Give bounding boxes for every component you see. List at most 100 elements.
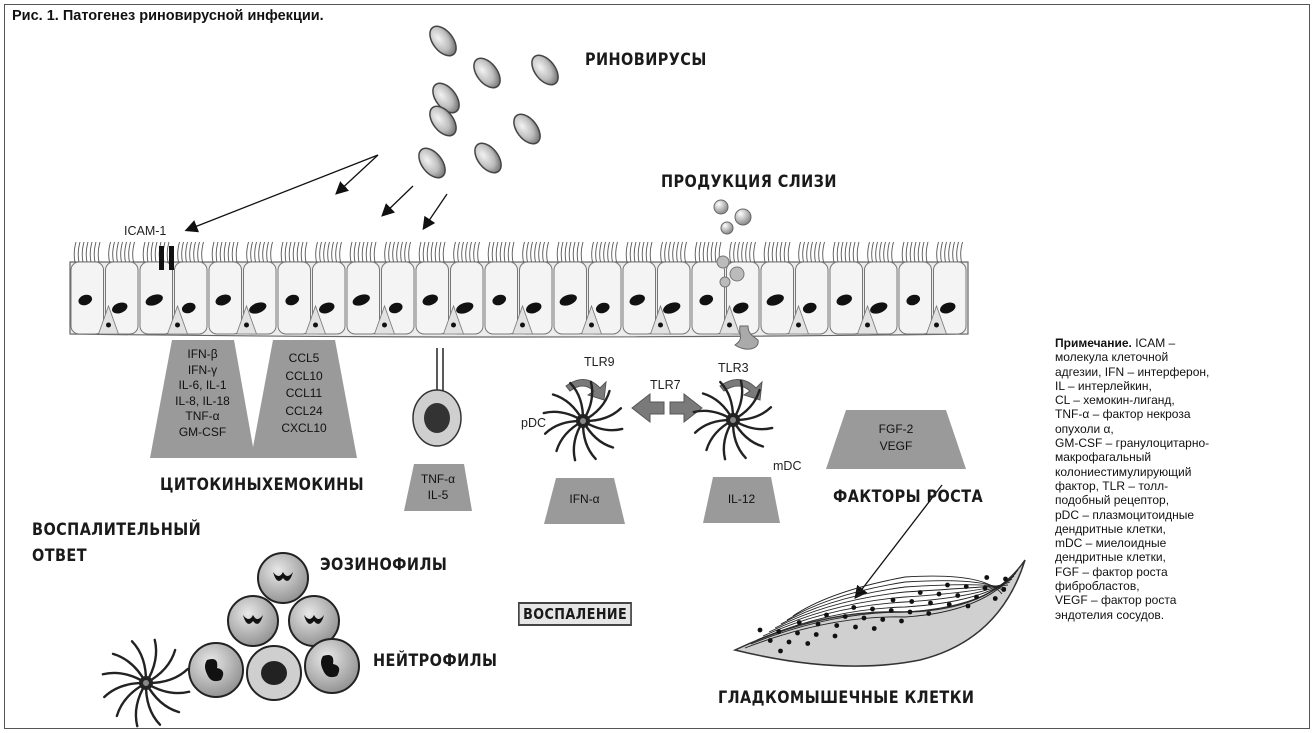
eos-product-list: TNF-α IL-5 xyxy=(404,472,472,503)
label-rhinoviruses: РИНОВИРУСЫ xyxy=(585,50,707,70)
pdc-product: IFN-α xyxy=(544,492,625,508)
muscle-nucleus xyxy=(816,622,821,627)
muscle-nucleus xyxy=(955,593,960,598)
label-icam: ICAM-1 xyxy=(124,224,166,238)
muscle-nucleus xyxy=(814,632,819,637)
rhinovirus-particle xyxy=(527,50,564,89)
rhinovirus-particle xyxy=(414,143,451,182)
mast-cell xyxy=(413,348,461,446)
figure-caption: Рис. 1. Патогенез риновирусной инфекции. xyxy=(12,8,324,24)
rhinovirus-particle xyxy=(425,21,462,60)
muscle-nucleus xyxy=(908,610,913,615)
cytokine-item: IL-8, IL-18 xyxy=(150,394,255,410)
label-tlr9: TLR9 xyxy=(584,355,615,369)
muscle-nucleus xyxy=(974,595,979,600)
muscle-nucleus xyxy=(851,605,856,610)
note-line: колониестимулирующий xyxy=(1055,465,1285,479)
muscle-nucleus xyxy=(776,629,781,634)
note-line: ICAM – xyxy=(1132,336,1175,350)
epithelium-layer xyxy=(70,242,968,337)
label-inflammatory-response-2: ОТВЕТ xyxy=(32,546,87,566)
cytokine-item: IFN-β xyxy=(150,347,255,363)
muscle-nucleus xyxy=(1003,577,1008,582)
muscle-nucleus xyxy=(928,601,933,606)
muscle-nucleus xyxy=(778,649,783,654)
rhinovirus-group xyxy=(414,21,564,182)
muscle-nucleus xyxy=(966,604,971,609)
figure-note: Примечание. ICAM – молекула клеточной ад… xyxy=(1055,336,1285,622)
note-line: молекула клеточной xyxy=(1055,350,1285,364)
label-neutrophils: НЕЙТРОФИЛЫ xyxy=(373,651,497,671)
chemokine-item: CCL11 xyxy=(251,385,357,403)
muscle-nucleus xyxy=(964,584,969,589)
cytokine-item: TNF-α xyxy=(150,409,255,425)
muscle-nucleus xyxy=(797,620,802,625)
note-line: GM-CSF – гранулоцитарно- xyxy=(1055,436,1285,450)
label-tlr3: TLR3 xyxy=(718,361,749,375)
note-line: эндотелия сосудов. xyxy=(1055,608,1285,622)
muscle-nucleus xyxy=(889,608,894,613)
muscle-nucleus xyxy=(909,599,914,604)
note-line: IL – интерлейкин, xyxy=(1055,379,1285,393)
note-line: VEGF – фактор роста xyxy=(1055,593,1285,607)
muscle-nucleus xyxy=(1001,587,1006,592)
muscle-nucleus xyxy=(834,623,839,628)
muscle-nucleus xyxy=(945,583,950,588)
muscle-nucleus xyxy=(947,602,952,607)
muscle-nucleus xyxy=(984,575,989,580)
muscle-nucleus xyxy=(993,596,998,601)
muscle-nucleus xyxy=(853,625,858,630)
muscle-nucleus xyxy=(870,607,875,612)
note-line: адгезии, IFN – интерферон, xyxy=(1055,365,1285,379)
cytokine-item: IFN-γ xyxy=(150,363,255,379)
cytokine-item: IL-6, IL-1 xyxy=(150,378,255,394)
note-line: дендритные клетки, xyxy=(1055,522,1285,536)
muscle-nucleus xyxy=(862,616,867,621)
rhinovirus-particle xyxy=(470,138,507,177)
rhinovirus-particle xyxy=(509,109,546,148)
note-line: CL – хемокин-лиганд, xyxy=(1055,393,1285,407)
label-inflammatory-response-1: ВОСПАЛИТЕЛЬНЫЙ xyxy=(32,520,201,540)
label-tlr7: TLR7 xyxy=(650,378,681,392)
note-line: подобный рецептор, xyxy=(1055,493,1285,507)
chemokine-item: CXCL10 xyxy=(251,420,357,438)
muscle-nucleus xyxy=(768,638,773,643)
neutrophils xyxy=(189,639,359,700)
muscle-nucleus xyxy=(937,592,942,597)
note-line: дендритные клетки, xyxy=(1055,550,1285,564)
muscle-nucleus xyxy=(918,590,923,595)
smooth-muscle-sheet xyxy=(735,560,1025,666)
growth-factor-item: FGF-2 xyxy=(826,421,966,438)
label-inflammation: ВОСПАЛЕНИЕ xyxy=(518,602,632,626)
muscle-nucleus xyxy=(805,641,810,646)
muscle-nucleus xyxy=(758,628,763,633)
dendritic-cell xyxy=(544,382,622,460)
note-line: pDC – плазмоцитоидные xyxy=(1055,508,1285,522)
label-mucus-production: ПРОДУКЦИЯ СЛИЗИ xyxy=(661,172,837,192)
cytokine-list: IFN-β IFN-γ IL-6, IL-1 IL-8, IL-18 TNF-α… xyxy=(150,347,255,440)
note-line: фибробластов, xyxy=(1055,579,1285,593)
label-growth-factors: ФАКТОРЫ РОСТА xyxy=(833,487,983,507)
mdc-product: IL-12 xyxy=(703,492,780,508)
growth-factor-item: VEGF xyxy=(826,438,966,455)
muscle-nucleus xyxy=(891,598,896,603)
muscle-nucleus xyxy=(833,634,838,639)
label-smooth-muscle: ГЛАДКОМЫШЕЧНЫЕ КЛЕТКИ xyxy=(718,688,974,708)
label-cytokines: ЦИТОКИНЫ xyxy=(160,475,262,495)
muscle-nucleus xyxy=(880,617,885,622)
note-line: опухоли α, xyxy=(1055,422,1285,436)
rhinovirus-particle xyxy=(469,53,506,92)
chemokine-item: CCL10 xyxy=(251,368,357,386)
chemokine-item: CCL24 xyxy=(251,403,357,421)
muscle-nucleus xyxy=(899,619,904,624)
muscle-nucleus xyxy=(926,611,931,616)
growth-factor-list: FGF-2 VEGF xyxy=(826,421,966,455)
label-mdc: mDC xyxy=(773,459,801,473)
chemokine-item: CCL5 xyxy=(251,350,357,368)
note-line: фактор, TLR – толл- xyxy=(1055,479,1285,493)
muscle-nucleus xyxy=(824,613,829,618)
muscle-nucleus xyxy=(872,626,877,631)
label-chemokines: ХЕМОКИНЫ xyxy=(262,475,364,495)
mucus-droplets xyxy=(714,200,751,234)
entry-arrows xyxy=(187,155,447,230)
